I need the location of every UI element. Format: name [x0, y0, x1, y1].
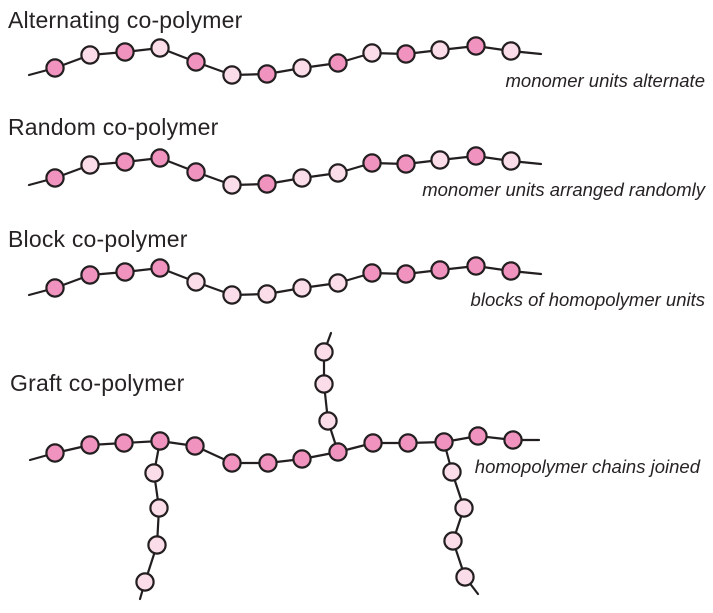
monomer-a-bead: [466, 36, 486, 56]
monomer-a-bead: [466, 146, 486, 166]
section-caption-alternating: monomer units alternate: [505, 70, 706, 91]
monomer-a-bead: [150, 431, 170, 451]
monomer-b-bead: [292, 168, 312, 188]
monomer-b-bead: [80, 155, 100, 175]
monomer-a-bead: [115, 42, 135, 62]
monomer-b-bead: [430, 40, 450, 60]
section-title-block: Block co-polymer: [8, 226, 188, 252]
monomer-b-bead: [149, 498, 169, 518]
monomer-a-bead: [468, 426, 488, 446]
monomer-a-bead: [466, 256, 486, 276]
section-caption-block: blocks of homopolymer units: [470, 289, 705, 310]
monomer-b-bead: [328, 163, 348, 183]
monomer-b-bead: [314, 342, 334, 362]
monomer-b-bead: [362, 43, 382, 63]
monomer-a-bead: [396, 264, 416, 284]
monomer-b-bead: [314, 374, 334, 394]
monomer-b-bead: [144, 463, 164, 483]
monomer-b-bead: [454, 498, 474, 518]
section-title-alternating: Alternating co-polymer: [8, 7, 243, 33]
monomer-a-bead: [185, 436, 205, 456]
monomer-b-bead: [222, 175, 242, 195]
monomer-b-bead: [222, 285, 242, 305]
monomer-a-bead: [115, 152, 135, 172]
monomer-a-bead: [434, 432, 454, 452]
monomer-b-bead: [318, 411, 338, 431]
monomer-a-bead: [258, 453, 278, 473]
monomer-b-bead: [150, 38, 170, 58]
monomer-b-bead: [501, 41, 521, 61]
monomer-a-bead: [186, 162, 206, 182]
monomer-a-bead: [114, 433, 134, 453]
monomer-b-bead: [257, 284, 277, 304]
monomer-b-bead: [443, 531, 463, 551]
monomer-a-bead: [115, 262, 135, 282]
monomer-a-bead: [396, 154, 416, 174]
monomer-b-bead: [430, 150, 450, 170]
monomer-a-bead: [257, 174, 277, 194]
monomer-a-bead: [186, 52, 206, 72]
monomer-b-bead: [147, 535, 167, 555]
monomer-a-bead: [257, 64, 277, 84]
monomer-a-bead: [396, 44, 416, 64]
monomer-a-bead: [362, 153, 382, 173]
monomer-a-bead: [328, 53, 348, 73]
section-title-random: Random co-polymer: [8, 114, 219, 140]
section-caption-random: monomer units arranged randomly: [422, 179, 705, 200]
monomer-b-bead: [186, 272, 206, 292]
monomer-b-bead: [442, 462, 462, 482]
monomer-a-bead: [222, 453, 242, 473]
monomer-a-bead: [150, 148, 170, 168]
monomer-a-bead: [362, 263, 382, 283]
section-caption-graft: homopolymer chains joined: [474, 456, 700, 477]
monomer-a-bead: [398, 433, 418, 453]
monomer-b-bead: [222, 65, 242, 85]
monomer-a-bead: [150, 258, 170, 278]
section-title-graft: Graft co-polymer: [10, 370, 185, 396]
monomer-a-bead: [501, 261, 521, 281]
monomer-a-bead: [292, 449, 312, 469]
monomer-b-bead: [292, 278, 312, 298]
monomer-a-bead: [45, 168, 65, 188]
monomer-b-bead: [80, 45, 100, 65]
monomer-a-bead: [80, 435, 100, 455]
monomer-a-bead: [45, 443, 65, 463]
monomer-b-bead: [135, 572, 155, 592]
monomer-a-bead: [45, 278, 65, 298]
monomer-a-bead: [430, 260, 450, 280]
monomer-a-bead: [503, 430, 523, 450]
monomer-b-bead: [328, 273, 348, 293]
monomer-a-bead: [363, 433, 383, 453]
monomer-b-bead: [292, 58, 312, 78]
monomer-a-bead: [328, 442, 348, 462]
monomer-a-bead: [80, 265, 100, 285]
monomer-b-bead: [501, 151, 521, 171]
monomer-b-bead: [455, 567, 475, 587]
monomer-a-bead: [45, 58, 65, 78]
